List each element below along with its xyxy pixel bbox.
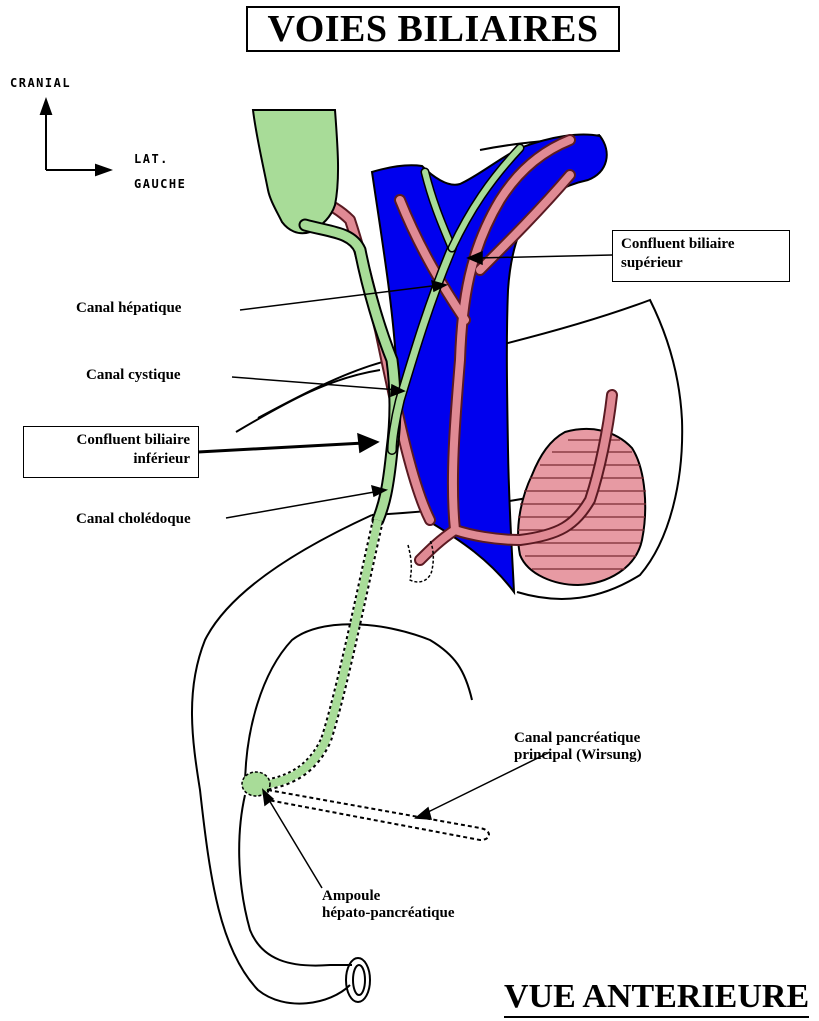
label-canal-pancreatique-line2: principal (Wirsung)	[514, 747, 642, 764]
label-canal-pancreatique-line1: Canal pancréatique	[514, 730, 642, 747]
label-confluent-superieur-line1: Confluent biliaire	[621, 235, 781, 254]
label-confluent-inferieur-line2: inférieur	[32, 450, 190, 469]
label-canal-choledoque: Canal cholédoque	[76, 511, 191, 528]
wirsung-duct	[268, 790, 489, 840]
label-confluent-inferieur: Confluent biliaire inférieur	[23, 426, 199, 478]
label-confluent-inferieur-line1: Confluent biliaire	[32, 431, 190, 450]
orientation-lateral-label: LAT.	[134, 152, 169, 166]
label-ampoule-line2: hépato-pancréatique	[322, 905, 455, 922]
label-canal-cystique: Canal cystique	[86, 367, 181, 384]
orientation-arrows	[41, 100, 110, 175]
label-confluent-superieur: Confluent biliaire supérieur	[612, 230, 790, 282]
orientation-left-label: GAUCHE	[134, 177, 186, 191]
label-ampoule: Ampoule hépato-pancréatique	[322, 888, 455, 922]
label-canal-hepatique: Canal hépatique	[76, 300, 181, 317]
label-confluent-superieur-line2: supérieur	[621, 254, 781, 273]
label-ampoule-line1: Ampoule	[322, 888, 455, 905]
orientation-cranial-label: CRANIAL	[10, 76, 71, 90]
page-title: VOIES BILIAIRES	[246, 6, 620, 52]
view-label: VUE ANTERIEURE	[504, 978, 809, 1018]
label-canal-pancreatique: Canal pancréatique principal (Wirsung)	[514, 730, 642, 764]
